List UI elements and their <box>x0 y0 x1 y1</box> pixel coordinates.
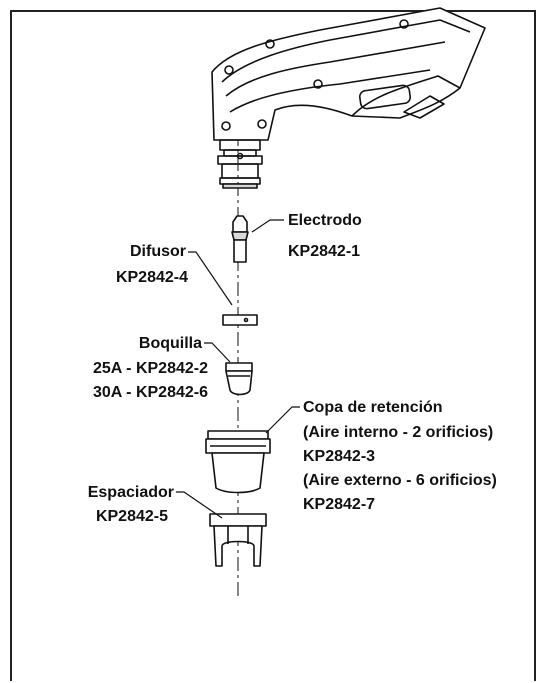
leader-lines <box>176 219 300 519</box>
electrode-part <box>231 215 249 263</box>
copa-interno: (Aire interno - 2 orificios) <box>303 424 494 441</box>
electrodo-leader <box>251 219 284 233</box>
difusor-label: Difusor <box>130 243 186 260</box>
boquilla-part-30a: 30A - KP2842-6 <box>92 384 208 401</box>
espaciador-part-number: KP2842-5 <box>95 508 168 525</box>
boquilla-leader <box>204 342 231 363</box>
difusor-part-number: KP2842-4 <box>115 269 188 286</box>
copa-externo: (Aire externo - 6 orificios) <box>303 472 497 489</box>
boquilla-part-25a: 25A - KP2842-2 <box>92 360 208 377</box>
espaciador-label: Espaciador <box>87 484 174 501</box>
electrodo-label: Electrodo <box>288 212 362 229</box>
copa-part-interno: KP2842-3 <box>303 448 376 465</box>
torch-head <box>211 7 486 189</box>
copa-label: Copa de retención <box>303 399 443 416</box>
espaciador-leader <box>176 491 223 519</box>
copa-part-externo: KP2842-7 <box>303 496 376 513</box>
diffuser-part <box>222 314 258 326</box>
nozzle-part <box>225 362 253 396</box>
spacer-part <box>209 513 267 567</box>
difusor-leader <box>188 251 233 306</box>
electrodo-part-number: KP2842-1 <box>288 243 361 260</box>
copa-leader <box>265 406 300 434</box>
boquilla-label: Boquilla <box>138 335 202 352</box>
retaining-cup-part <box>205 430 271 494</box>
